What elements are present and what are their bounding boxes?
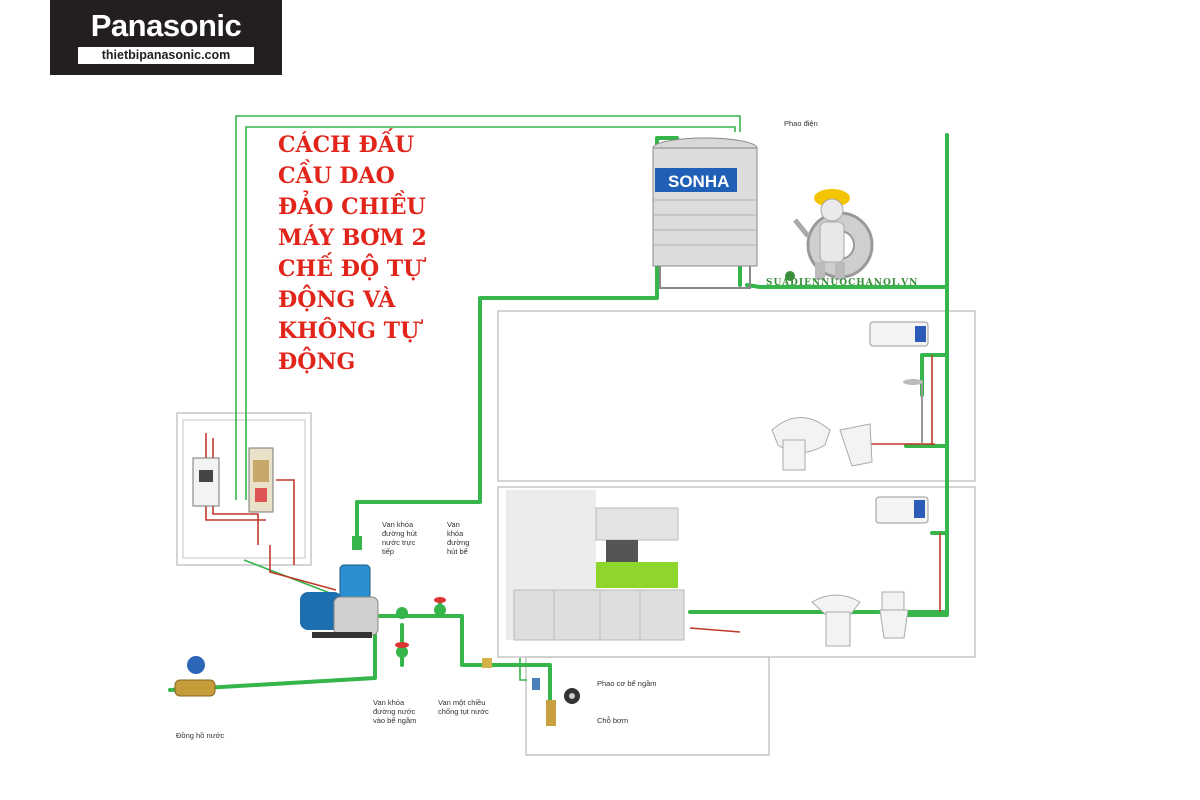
title-line: ĐỘNG VÀ <box>278 287 396 313</box>
water-meter <box>174 656 216 697</box>
label-pump-point: Chỗ bơm <box>597 716 629 725</box>
title-line: ĐẢO CHIỀU <box>278 194 426 220</box>
building-frames <box>176 310 976 756</box>
title-line: ĐỘNG <box>278 349 356 375</box>
upper-bathroom <box>771 321 929 471</box>
label-float-mech: Phao cơ bể ngầm <box>597 679 657 688</box>
title-line: MÁY BƠM 2 <box>278 225 427 251</box>
title-line: KHÔNG TỰ <box>278 318 420 344</box>
title-line: CÁCH ĐẤU <box>278 132 415 158</box>
valves <box>352 536 580 726</box>
worker-mascot <box>785 189 874 281</box>
label-valve-inlet: Van khóa đường nước vào bể ngầm <box>373 698 417 725</box>
breaker-panel <box>192 447 274 513</box>
watermark-text: SUADIENNUOCHANOI.VN <box>766 278 919 288</box>
brand-website: thietbipanasonic.com <box>78 47 254 64</box>
lower-bathroom <box>811 496 929 647</box>
title-line: CẦU DAO <box>278 163 395 189</box>
water-tank <box>652 137 758 289</box>
label-valve-tank: Van khóa đường hút bể <box>447 520 470 556</box>
label-float-electric: Phao điện <box>784 119 818 128</box>
label-meter: Đồng hồ nước <box>176 731 225 740</box>
brand-logo: Panasonic thietbipanasonic.com <box>50 0 282 75</box>
title-line: CHẾ ĐỘ TỰ <box>278 256 423 282</box>
label-check-valve: Van một chiều chống tụt nước <box>438 698 489 716</box>
brand-name: Panasonic <box>90 8 242 43</box>
label-valve-direct: Van khóa đường hút nước trực tiếp <box>382 520 417 556</box>
kitchen <box>506 490 685 641</box>
diagram-title: CÁCH ĐẤU CẦU DAO ĐẢO CHIỀU MÁY BƠM 2 CHẾ… <box>278 130 478 378</box>
tank-brand: SONHA <box>668 172 729 191</box>
water-pump <box>300 564 379 638</box>
